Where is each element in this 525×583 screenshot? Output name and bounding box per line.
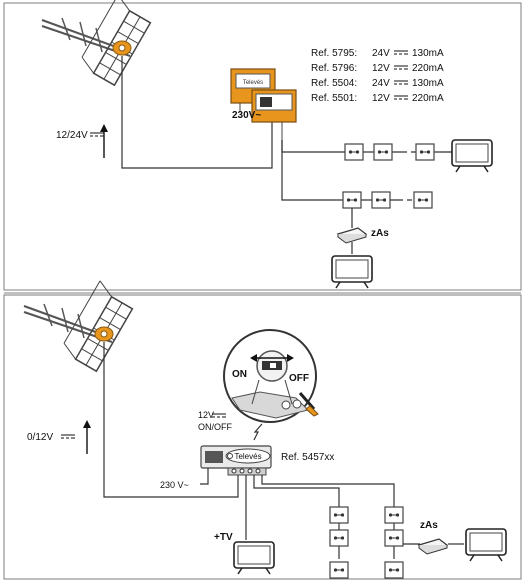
control-lightning bbox=[253, 423, 263, 441]
amplifier-brand: Televés bbox=[234, 452, 261, 461]
riser-2-outlets bbox=[384, 506, 404, 579]
svg-text:Televés: Televés bbox=[243, 80, 263, 86]
switch-magnifier bbox=[223, 329, 319, 423]
outlet bbox=[415, 143, 435, 161]
top-device-label: zAs bbox=[371, 228, 389, 239]
top-power-supply-front bbox=[251, 89, 297, 140]
ref-line-0-current: 130mA bbox=[412, 48, 444, 59]
outlet bbox=[373, 143, 393, 161]
bottom-mains-cable bbox=[200, 468, 209, 485]
outlet bbox=[329, 561, 349, 579]
bottom-dc-feed-label: 0/12V bbox=[27, 432, 53, 443]
ref-line-0-ref: Ref. 5795: bbox=[311, 48, 357, 59]
riser-1-outlets bbox=[329, 506, 349, 579]
outlet bbox=[384, 506, 404, 524]
bottom-power-arrow bbox=[83, 420, 91, 454]
top-mains-label: 230V~ bbox=[232, 110, 261, 121]
amplifier-unit bbox=[200, 445, 272, 476]
top-coax-antenna bbox=[121, 56, 273, 169]
top-branch-2-feed bbox=[281, 140, 343, 201]
amplifier-ref-label: Ref. 5457xx bbox=[281, 452, 334, 463]
ref-line-1-current: 220mA bbox=[412, 63, 444, 74]
reference-list: Ref. 5795: 24V 130mA Ref. 5796: 12V 220m… bbox=[311, 48, 444, 104]
outlet bbox=[329, 506, 349, 524]
ref-line-3-current: 220mA bbox=[412, 93, 444, 104]
bottom-device-label: zAs bbox=[420, 520, 438, 531]
ref-line-2-current: 130mA bbox=[412, 78, 444, 89]
switch-off-label: OFF bbox=[289, 373, 309, 384]
control-line-1: 12V bbox=[198, 410, 214, 420]
outlet bbox=[384, 529, 404, 547]
ref-line-3-ref: Ref. 5501: bbox=[311, 93, 357, 104]
top-power-supply-back: Televés bbox=[230, 68, 276, 112]
outlet bbox=[342, 191, 362, 209]
outlet bbox=[371, 191, 391, 209]
outlet bbox=[413, 191, 433, 209]
tv-branch-label: +TV bbox=[214, 532, 233, 543]
top-branch-2-outlets bbox=[342, 191, 433, 209]
top-dc-feed-label: 12/24V bbox=[56, 130, 88, 141]
ref-line-3-spec: 12V bbox=[372, 93, 390, 104]
bottom-coax-antenna bbox=[103, 342, 239, 498]
outlet bbox=[344, 143, 364, 161]
ref-line-1-ref: Ref. 5796: bbox=[311, 63, 357, 74]
top-panel-frame bbox=[3, 2, 522, 291]
bottom-mains-label: 230 V~ bbox=[160, 480, 189, 490]
switch-on-label: ON bbox=[232, 369, 247, 380]
outlet bbox=[384, 561, 404, 579]
ref-line-1-spec: 12V bbox=[372, 63, 390, 74]
outlet bbox=[329, 529, 349, 547]
top-branch-1-outlets bbox=[344, 143, 435, 161]
ref-line-2-ref: Ref. 5504: bbox=[311, 78, 357, 89]
control-line-2: ON/OFF bbox=[198, 422, 232, 432]
ref-line-0-spec: 24V bbox=[372, 48, 390, 59]
ref-line-2-spec: 24V bbox=[372, 78, 390, 89]
top-power-arrow bbox=[100, 124, 108, 158]
